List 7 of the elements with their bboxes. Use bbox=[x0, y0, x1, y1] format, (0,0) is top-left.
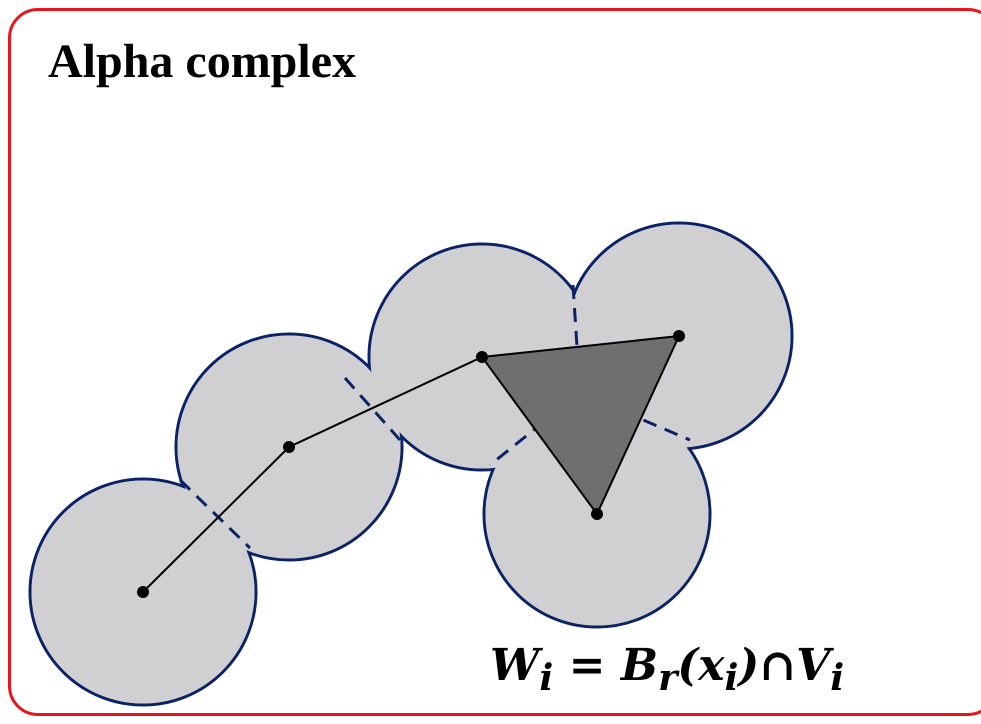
edge-line bbox=[146, 450, 286, 588]
edge-line bbox=[484, 361, 594, 510]
edge-line bbox=[598, 341, 678, 509]
diagram-title: Alpha complex bbox=[48, 34, 356, 89]
formula: W$_{i}$ = B$_{r}$(x$_{i}$)∩V$_{i}$ bbox=[490, 640, 844, 699]
edge-line bbox=[488, 336, 674, 358]
edge-line bbox=[294, 358, 477, 446]
